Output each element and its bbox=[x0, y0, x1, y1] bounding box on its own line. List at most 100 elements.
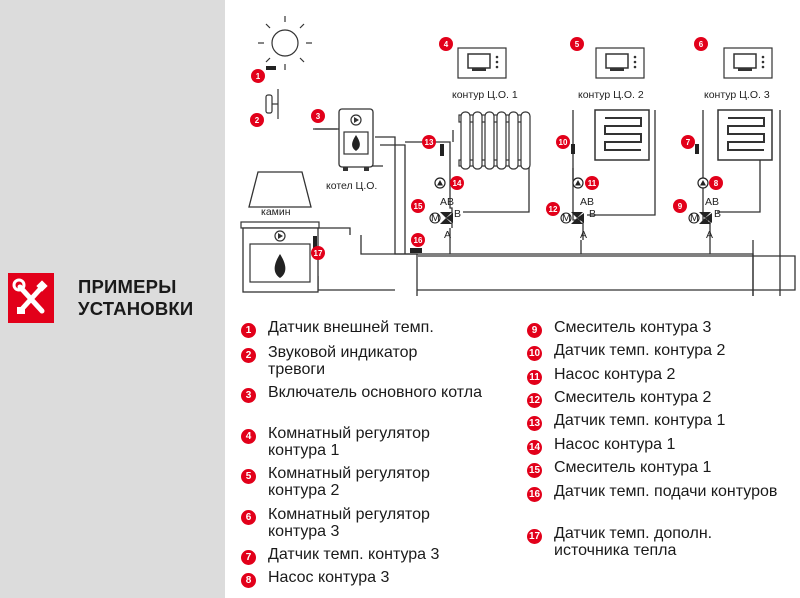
marker-15: 15 bbox=[411, 199, 425, 213]
legend-number: 13 bbox=[527, 416, 542, 431]
port-b-3: B bbox=[714, 208, 721, 220]
svg-text:1: 1 bbox=[256, 72, 261, 81]
svg-text:9: 9 bbox=[678, 202, 683, 211]
svg-text:16: 16 bbox=[414, 236, 423, 245]
svg-text:6: 6 bbox=[699, 40, 704, 49]
legend-number: 5 bbox=[241, 469, 256, 484]
mixer-m-1: M bbox=[431, 212, 440, 224]
legend-number: 2 bbox=[241, 348, 256, 363]
svg-text:13: 13 bbox=[425, 138, 434, 147]
legend-number: 4 bbox=[241, 429, 256, 444]
legend-text: Включатель основного котла bbox=[268, 384, 482, 401]
svg-text:7: 7 bbox=[686, 138, 691, 147]
mixer-m-2: M bbox=[562, 212, 571, 224]
legend-number: 15 bbox=[527, 463, 542, 478]
section-title: ПРИМЕРЫ УСТАНОВКИ bbox=[78, 276, 193, 320]
room-controller-2 bbox=[595, 47, 645, 79]
legend-text: Датчик темп. подачи контуров bbox=[554, 483, 778, 500]
legend-item: 10 Датчик темп. контура 2 bbox=[527, 342, 800, 361]
marker-11: 11 bbox=[585, 176, 599, 190]
floor-heating-circuit3 bbox=[717, 109, 773, 161]
legend-item: 12 Смеситель контура 2 bbox=[527, 389, 800, 408]
port-a-1: A bbox=[444, 229, 451, 241]
circuit3-label: контур Ц.О. 3 bbox=[704, 89, 770, 101]
room-controller-1 bbox=[457, 47, 507, 79]
legend-item: 4 Комнатный регулятор контура 1 bbox=[241, 425, 483, 459]
circuit1-label: контур Ц.О. 1 bbox=[452, 89, 518, 101]
svg-text:11: 11 bbox=[588, 179, 597, 188]
port-a-2: A bbox=[580, 229, 587, 241]
port-ab-3: AB bbox=[705, 196, 719, 208]
legend-number: 7 bbox=[241, 550, 256, 565]
marker-1: 1 bbox=[251, 69, 265, 83]
circuit2-label: контур Ц.О. 2 bbox=[578, 89, 644, 101]
fireplace-label: камин bbox=[261, 206, 291, 218]
legend-text: Смеситель контура 3 bbox=[554, 319, 712, 336]
legend-text: Датчик темп. дополн. источника тепла bbox=[554, 525, 713, 559]
svg-text:15: 15 bbox=[414, 202, 423, 211]
marker-7: 7 bbox=[681, 135, 695, 149]
legend-item: 11 Насос контура 2 bbox=[527, 366, 800, 385]
marker-17: 17 bbox=[311, 246, 325, 260]
marker-13: 13 bbox=[422, 135, 436, 149]
legend-number: 10 bbox=[527, 346, 542, 361]
legend-number: 12 bbox=[527, 393, 542, 408]
legend-item: 17 Датчик темп. дополн. источника тепла bbox=[527, 525, 779, 559]
legend-item: 5 Комнатный регулятор контура 2 bbox=[241, 465, 483, 499]
floor-heating-circuit2 bbox=[594, 109, 650, 161]
section-title-line1: ПРИМЕРЫ bbox=[78, 276, 177, 297]
legend-number: 14 bbox=[527, 440, 542, 455]
port-b-2: B bbox=[589, 208, 596, 220]
legend-number: 11 bbox=[527, 370, 542, 385]
port-ab-1: AB bbox=[440, 196, 454, 208]
section-title-line2: УСТАНОВКИ bbox=[78, 298, 194, 319]
pump-circuit2 bbox=[572, 177, 584, 189]
legend-text: Смеситель контура 2 bbox=[554, 389, 712, 406]
temp-sensor-circuit2 bbox=[571, 144, 575, 154]
legend-text: Датчик темп. контура 3 bbox=[268, 546, 440, 563]
svg-text:8: 8 bbox=[714, 179, 719, 188]
svg-text:14: 14 bbox=[453, 179, 462, 188]
port-labels: AB B A AB B A AB B A bbox=[440, 196, 721, 241]
port-a-3: A bbox=[706, 229, 713, 241]
port-ab-2: AB bbox=[580, 196, 594, 208]
supply-temp-sensor bbox=[410, 248, 422, 253]
legend-number: 8 bbox=[241, 573, 256, 588]
legend-item: 3 Включатель основного котла bbox=[241, 384, 483, 403]
legend-item: 16 Датчик темп. подачи контуров bbox=[527, 483, 779, 502]
legend-text: Комнатный регулятор контура 1 bbox=[268, 425, 430, 459]
legend-number: 17 bbox=[527, 529, 542, 544]
legend-item: 9 Смеситель контура 3 bbox=[527, 319, 800, 338]
marker-5: 5 bbox=[570, 37, 584, 51]
legend-text: Насос контура 3 bbox=[268, 569, 390, 586]
svg-text:4: 4 bbox=[444, 40, 449, 49]
legend-number: 16 bbox=[527, 487, 542, 502]
legend-text: Комнатный регулятор контура 3 bbox=[268, 506, 430, 540]
legend-number: 3 bbox=[241, 388, 256, 403]
legend-text: Насос контура 2 bbox=[554, 366, 676, 383]
marker-10: 10 bbox=[556, 135, 570, 149]
marker-2: 2 bbox=[250, 113, 264, 127]
legend-text: Датчик внешней темп. bbox=[268, 319, 434, 336]
marker-16: 16 bbox=[411, 233, 425, 247]
marker-12: 12 bbox=[546, 202, 560, 216]
marker-9: 9 bbox=[673, 199, 687, 213]
legend-text: Смеситель контура 1 bbox=[554, 459, 712, 476]
svg-text:17: 17 bbox=[314, 249, 323, 258]
alarm-indicator-icon bbox=[265, 89, 279, 119]
sun-icon bbox=[258, 16, 312, 70]
radiator bbox=[458, 111, 531, 170]
legend-item: 1 Датчик внешней темп. bbox=[241, 319, 488, 338]
svg-text:3: 3 bbox=[316, 112, 321, 121]
tools-badge bbox=[8, 273, 54, 323]
legend-text: Датчик темп. контура 2 bbox=[554, 342, 726, 359]
tools-icon bbox=[12, 278, 48, 314]
pump-circuit1 bbox=[434, 177, 446, 189]
outdoor-sensor-icon bbox=[266, 66, 276, 70]
legend-text: Датчик темп. контура 1 bbox=[554, 412, 726, 429]
svg-text:2: 2 bbox=[255, 116, 260, 125]
legend-number: 1 bbox=[241, 323, 256, 338]
temp-sensor-circuit1 bbox=[440, 144, 444, 156]
main-boiler bbox=[338, 108, 374, 171]
temp-sensor-circuit3 bbox=[695, 144, 699, 154]
